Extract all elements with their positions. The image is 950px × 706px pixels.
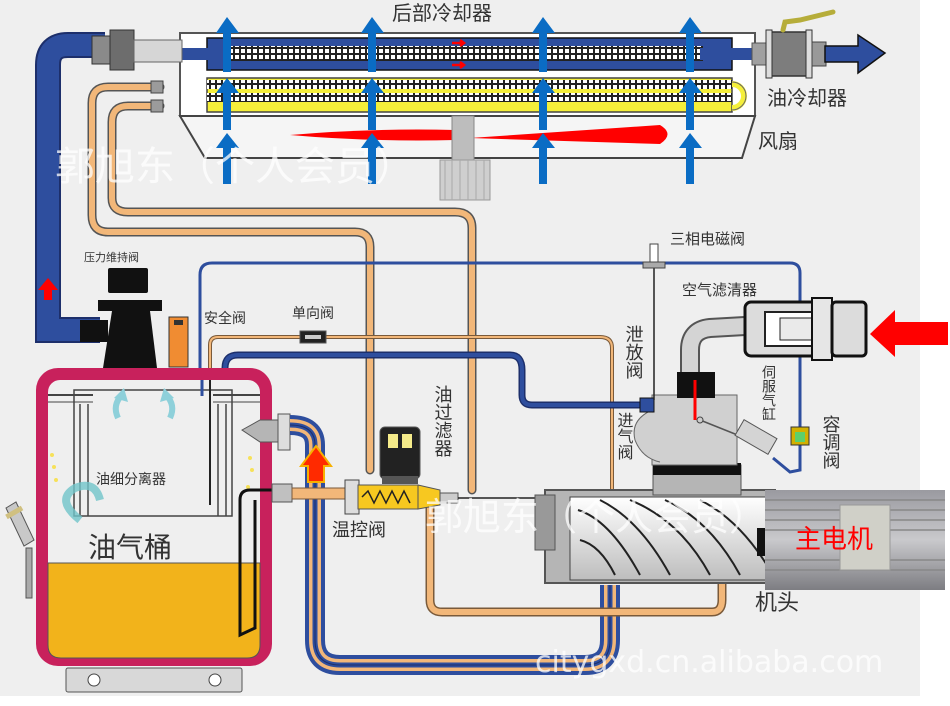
oil-gas-tank: [36, 368, 278, 693]
oil-level: [47, 562, 261, 659]
solenoid-valve: [649, 243, 659, 263]
oil-filter-label: 油过滤器: [432, 385, 453, 457]
pipe-fitting: [91, 29, 183, 71]
blowdown-valve: [639, 397, 655, 413]
solenoid-valve-label: 三相电磁阀: [670, 230, 745, 248]
aftercooler-label: 后部冷却器: [392, 1, 492, 25]
outlet-ball-valve: [751, 9, 836, 79]
safety-valve-label: 安全阀: [204, 310, 246, 327]
airflow-arrow: [361, 17, 384, 184]
airflow-arrow: [532, 17, 555, 184]
thermostatic-valve: [344, 479, 595, 515]
pressure-maintaining-valve: [80, 268, 162, 368]
tank-drain-valve: [5, 501, 35, 599]
air-filter: [743, 297, 868, 361]
oil-flow-arrow-up: [299, 444, 333, 483]
intake-valve: [633, 372, 746, 466]
fan-blade-right: [470, 125, 668, 144]
oil-cooler-label: 油冷却器: [767, 86, 847, 110]
vertical-labels: 油过滤器 泄放阀 进气阀 伺服气缸 容调阀: [432, 325, 841, 470]
air-end-label: 机头: [755, 591, 799, 616]
control-air-line: [198, 261, 802, 455]
watermarks: 郭旭东（个人会员） 郭旭东（个人会员） citygxd.cn.alibaba.c…: [55, 144, 883, 680]
airflow-arrow: [679, 17, 702, 184]
fan-label: 风扇: [758, 129, 798, 153]
air-end: [534, 463, 777, 584]
air-filter-label: 空气滤清器: [682, 281, 757, 299]
safety-valve: [168, 316, 189, 368]
blowdown-valve-label: 泄放阀: [623, 325, 644, 380]
oil-filter: [379, 426, 421, 484]
servo-cylinder: [734, 419, 802, 474]
screw-rotor: [577, 499, 771, 576]
main-motor: [765, 490, 945, 590]
fine-oil-separator-label: 油细分离器: [96, 471, 166, 488]
flow-arrow-up: [38, 278, 58, 300]
air-pipe-to-cooler: [37, 34, 105, 341]
thermostatic-valve-label: 温控阀: [332, 520, 386, 541]
check-valve-label: 单向阀: [292, 306, 334, 322]
tank-base: [65, 667, 243, 693]
watermark-member: 郭旭东（个人会员）: [425, 495, 767, 539]
labels: 后部冷却器 油冷却器 风扇 压力维持阀 安全阀 单向阀 三相电磁阀 空气滤清器 …: [84, 1, 873, 616]
aftercooler-fins: [228, 46, 703, 61]
watermark-site: citygxd.cn.alibaba.com: [535, 645, 883, 680]
tank-oil-outlet: [241, 413, 291, 451]
capacity-regulating-valve-label: 容调阀: [820, 415, 841, 470]
discharge-arrow: [824, 33, 887, 75]
oil-injection-pipe-bundle: [289, 415, 620, 675]
pressure-maintaining-valve-label: 压力维持阀: [84, 250, 139, 264]
fine-oil-separator: [73, 389, 233, 517]
main-motor-label: 主电机: [795, 525, 873, 555]
servo-cylinder-label: 伺服气缸: [760, 365, 776, 421]
oil-gas-tank-label: 油气桶: [88, 531, 172, 564]
airflow-arrow: [216, 17, 239, 184]
air-intake-arrow: [870, 310, 948, 357]
cooling-airflow-arrows: [216, 17, 702, 184]
intake-valve-label: 进气阀: [615, 412, 634, 461]
cooler-assembly: [178, 32, 770, 201]
oil-pipes-from-cooler: [87, 82, 477, 495]
watermark-member: 郭旭东（个人会员）: [55, 144, 415, 190]
